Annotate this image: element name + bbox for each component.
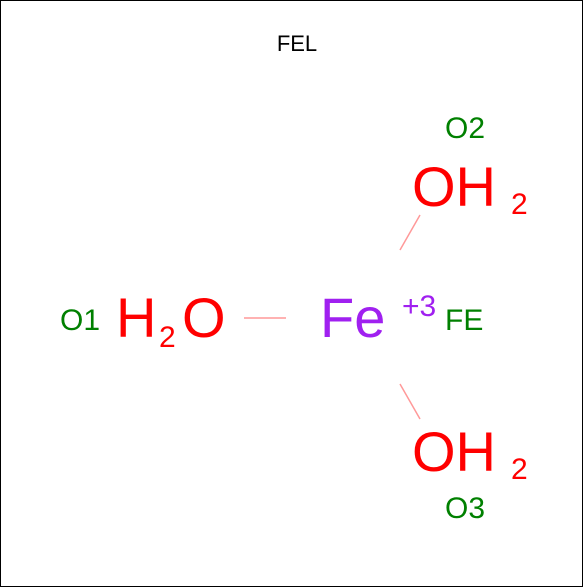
bond-fe-o2: [399, 214, 421, 251]
atom-label-fe: FE: [445, 304, 483, 337]
water-ligand-o3: OH 2: [412, 420, 528, 486]
iron-symbol: Fe: [320, 286, 385, 349]
iron-center: Fe +3: [320, 286, 436, 349]
formula-o1-o: O: [182, 286, 226, 349]
water-ligand-o2: OH 2: [412, 155, 528, 221]
diagram-title: FEL: [277, 31, 317, 56]
formula-o2-subscript: 2: [511, 188, 528, 221]
atom-label-o1: O1: [60, 304, 100, 337]
formula-o3-oh: OH: [412, 420, 496, 483]
atom-label-o2: O2: [445, 112, 485, 145]
water-ligand-o1: H 2 O: [116, 286, 226, 354]
iron-charge: +3: [402, 290, 436, 323]
formula-o1-subscript: 2: [159, 321, 176, 354]
formula-o1-h: H: [116, 286, 156, 349]
formula-o2-oh: OH: [412, 155, 496, 218]
bond-fe-o3: [399, 383, 421, 420]
formula-o3-subscript: 2: [511, 453, 528, 486]
atom-label-o3: O3: [445, 492, 485, 525]
